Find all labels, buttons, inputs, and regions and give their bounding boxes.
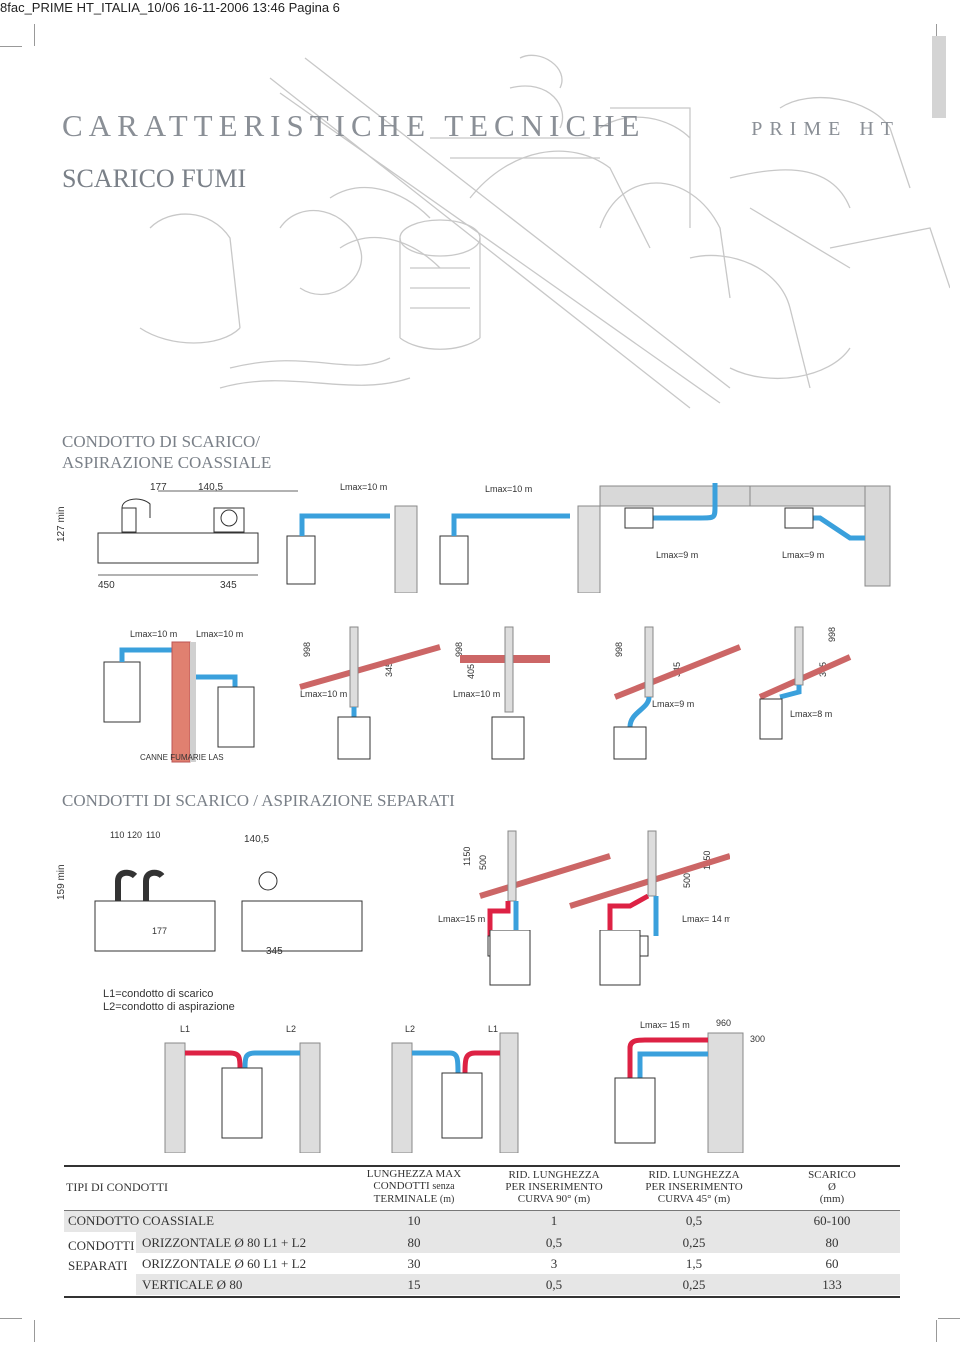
lmax-label: Lmax=10 m xyxy=(300,689,347,699)
cell-diameter: 133 xyxy=(764,1273,900,1295)
coaxial-heading: CONDOTTO DI SCARICO/ ASPIRAZIONE COASSIA… xyxy=(62,431,271,473)
crop-mark xyxy=(936,24,937,46)
cell-length: 80 xyxy=(344,1231,484,1253)
coaxial-heading-line1: CONDOTTO DI SCARICO/ xyxy=(62,432,261,451)
crop-mark xyxy=(34,24,35,46)
lmax-label: Lmax=10 m xyxy=(340,482,387,492)
dim-998: 998 xyxy=(827,627,837,642)
dim-140-5: 140,5 xyxy=(244,834,269,845)
dim-998: 998 xyxy=(302,642,312,657)
cell-r45: 0,25 xyxy=(624,1231,764,1253)
legend-l2: L2=condotto di aspirazione xyxy=(103,1001,235,1013)
lmax-label: Lmax=10 m xyxy=(130,629,177,639)
cell-r90: 3 xyxy=(550,1255,558,1271)
table-row: CONDOTTI SEPARATI ORIZZONTALE Ø 80 L1 + … xyxy=(64,1231,900,1295)
l1-label: L1 xyxy=(488,1024,498,1034)
lmax-label: Lmax=10 m xyxy=(485,484,532,494)
coaxial-heading-line2: ASPIRAZIONE COASSIALE xyxy=(62,453,272,472)
crop-mark xyxy=(0,1318,22,1319)
coaxial-diagrams-row1: 177 140,5 127 min 450 345 Lmax=10 m Lmax… xyxy=(56,482,891,593)
dim-405: 405 xyxy=(466,664,476,679)
cell-r45: 0,5 xyxy=(685,1213,703,1229)
brand-name: PRIME HT xyxy=(751,118,900,140)
l2-label: L2 xyxy=(405,1024,415,1034)
lmax-label: Lmax= 14 m xyxy=(682,914,730,924)
table-row-coaxial: CONDOTTO COASSIALE 10 1 0,5 60-100 xyxy=(64,1210,900,1232)
cell-length: 10 xyxy=(407,1213,421,1229)
dim-177: 177 xyxy=(152,926,167,936)
th-type: TIPI DI CONDOTTI xyxy=(66,1180,168,1194)
lmax-label: Lmax=9 m xyxy=(656,550,698,560)
cell-diameter: 60-100 xyxy=(813,1213,851,1229)
table-header-row: TIPI DI CONDOTTI LUNGHEZZA MAX CONDOTTI … xyxy=(64,1166,900,1211)
lmax-label: Lmax= 15 m xyxy=(640,1020,690,1030)
crop-mark xyxy=(0,46,22,47)
dim-177: 177 xyxy=(150,482,167,493)
dim-110: 110 xyxy=(146,830,160,840)
th-reduction-45: RID. LUNGHEZZA PER INSERIMENTO CURVA 45°… xyxy=(645,1169,743,1205)
table-bottom-rule xyxy=(64,1294,900,1297)
cell-r90: 0,5 xyxy=(484,1273,624,1295)
dim-110: 110 xyxy=(110,830,124,840)
th-length: LUNGHEZZA MAX CONDOTTI senza TERMINALE (… xyxy=(366,1168,462,1205)
crop-mark xyxy=(938,1318,960,1319)
cell-diameter: 60 xyxy=(825,1255,839,1271)
lmax-label: Lmax=10 m xyxy=(453,689,500,699)
separate-boilers xyxy=(489,930,641,986)
crop-mark xyxy=(936,1320,937,1342)
dim-960: 960 xyxy=(716,1018,731,1028)
l2-label: L2 xyxy=(286,1024,296,1034)
crop-mark xyxy=(34,1320,35,1342)
dim-345: 345 xyxy=(220,580,237,591)
cell-label: VERTICALE Ø 80 xyxy=(136,1273,344,1295)
cell-label: ORIZZONTALE Ø 60 L1 + L2 xyxy=(142,1255,307,1271)
lmax-label: Lmax=10 m xyxy=(196,629,243,639)
cell-label: CONDOTTO COASSIALE xyxy=(68,1213,215,1229)
file-header: 8fac_PRIME HT_ITALIA_10/06 16-11-2006 13… xyxy=(0,0,340,15)
separate-heading: CONDOTTI DI SCARICO / ASPIRAZIONE SEPARA… xyxy=(62,791,455,810)
dim-159-min: 159 min xyxy=(56,864,67,900)
cell-r90: 0,5 xyxy=(484,1231,624,1253)
legend: L1=condotto di scarico L2=condotto di as… xyxy=(103,988,235,1014)
coaxial-diagrams-row2: Lmax=10 m Lmax=10 m CANNE FUMARIE LAS 99… xyxy=(103,626,852,763)
cell-r45: 1,5 xyxy=(685,1255,703,1271)
dim-1150: 1150 xyxy=(462,847,472,866)
page-subtitle: SCARICO FUMI xyxy=(62,164,247,193)
legend-l1: L1=condotto di scarico xyxy=(103,988,214,1000)
dim-450: 450 xyxy=(98,580,115,591)
las-caption: CANNE FUMARIE LAS xyxy=(140,753,224,762)
page-title: CARATTERISTICHE TECNICHE xyxy=(62,108,646,143)
l1-label: L1 xyxy=(180,1024,190,1034)
cell-label: ORIZZONTALE Ø 80 L1 + L2 xyxy=(136,1231,344,1253)
dim-500: 500 xyxy=(682,873,692,888)
dim-120: 120 xyxy=(127,830,142,840)
background-sketch xyxy=(139,54,950,409)
th-diameter: SCARICO Ø (mm) xyxy=(808,1169,856,1205)
lmax-label: Lmax=15 m xyxy=(438,914,485,924)
dim-998: 998 xyxy=(454,642,464,657)
dim-345: 345 xyxy=(266,946,283,957)
dim-998: 998 xyxy=(614,642,624,657)
cell-length: 15 xyxy=(344,1273,484,1295)
cell-diameter: 80 xyxy=(764,1231,900,1253)
cell-length: 30 xyxy=(407,1255,421,1271)
lmax-label: Lmax=8 m xyxy=(790,709,832,719)
separate-diagrams-row2: L1 L2 L2 L1 Lmax= 15 m 960 300 xyxy=(164,1018,765,1153)
lmax-label: Lmax=9 m xyxy=(782,550,824,560)
dim-127-min: 127 min xyxy=(56,506,67,542)
group-label-separate: CONDOTTI SEPARATI xyxy=(68,1237,135,1273)
page-tab-marker xyxy=(932,36,946,118)
dim-345: 345 xyxy=(384,662,394,677)
lmax-label: Lmax=9 m xyxy=(652,699,694,709)
duct-specs-table: TIPI DI CONDOTTI LUNGHEZZA MAX CONDOTTI … xyxy=(64,1165,900,1298)
dim-500: 500 xyxy=(478,855,488,870)
cell-r45: 0,25 xyxy=(624,1273,764,1295)
dim-140-5: 140,5 xyxy=(198,482,223,493)
th-reduction-90: RID. LUNGHEZZA PER INSERIMENTO CURVA 90°… xyxy=(505,1169,603,1205)
dim-300: 300 xyxy=(750,1034,765,1044)
cell-r90: 1 xyxy=(550,1213,558,1229)
